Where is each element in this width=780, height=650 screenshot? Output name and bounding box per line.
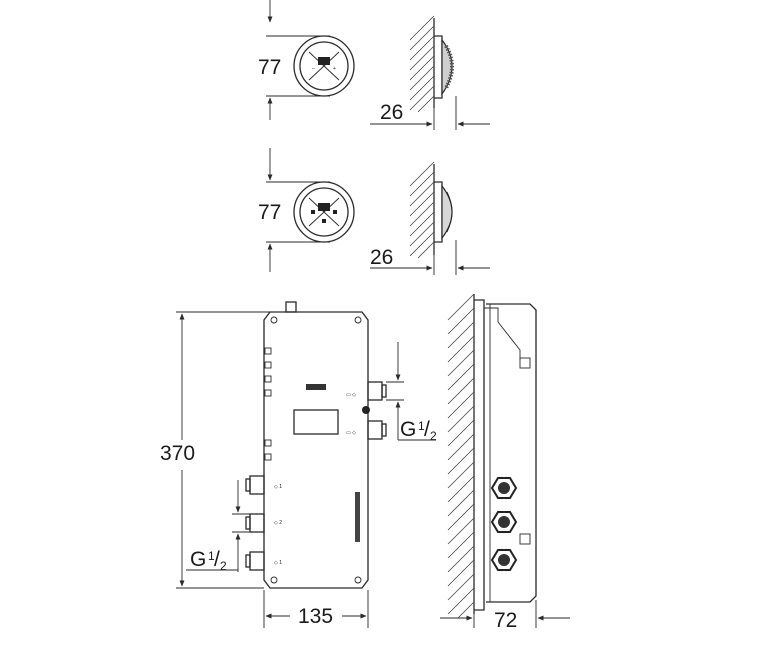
svg-text:–: –	[312, 66, 315, 72]
svg-text:+: +	[333, 66, 336, 72]
thread-left-g: G	[190, 548, 206, 571]
box-depth-label: 72	[494, 609, 517, 632]
bottom-button-front-view: 77	[258, 148, 355, 272]
thread-left-sup: 1	[208, 549, 215, 563]
thread-right-sup: 1	[418, 419, 425, 433]
control-box-front-view: ▭ ◇ ▭ ◇ ◇ 1 ◇ 2 ◇ 1 370 135	[160, 301, 437, 628]
control-box-side-view: 72	[440, 293, 570, 632]
top-button-side-view: 26	[370, 15, 490, 130]
side-nut-1	[490, 477, 518, 499]
box-height-label: 370	[160, 442, 195, 465]
bottom-button-diameter-label: 77	[258, 201, 281, 224]
top-button-depth-label: 26	[380, 101, 403, 124]
svg-text:▭ ◇: ▭ ◇	[346, 430, 356, 436]
bottom-button-depth-label: 26	[370, 246, 393, 269]
thread-right-g: G	[400, 418, 416, 441]
box-width-label: 135	[298, 605, 333, 628]
bottom-button-side-view: 26	[370, 161, 490, 275]
side-nut-3	[490, 549, 518, 571]
svg-text:/: /	[214, 548, 220, 571]
top-button-front-view: 77 – +	[258, 0, 355, 120]
top-button-diameter-label: 77	[258, 56, 281, 79]
side-nut-2	[490, 511, 518, 533]
svg-text:◇ 1: ◇ 1	[274, 484, 282, 490]
svg-text:/: /	[424, 418, 430, 441]
svg-text:◇ 1: ◇ 1	[274, 560, 282, 566]
svg-text:▭ ◇: ▭ ◇	[346, 392, 356, 398]
thread-left-sub: 2	[220, 559, 227, 573]
thread-right-sub: 2	[430, 429, 437, 443]
svg-text:◇ 2: ◇ 2	[274, 520, 282, 526]
